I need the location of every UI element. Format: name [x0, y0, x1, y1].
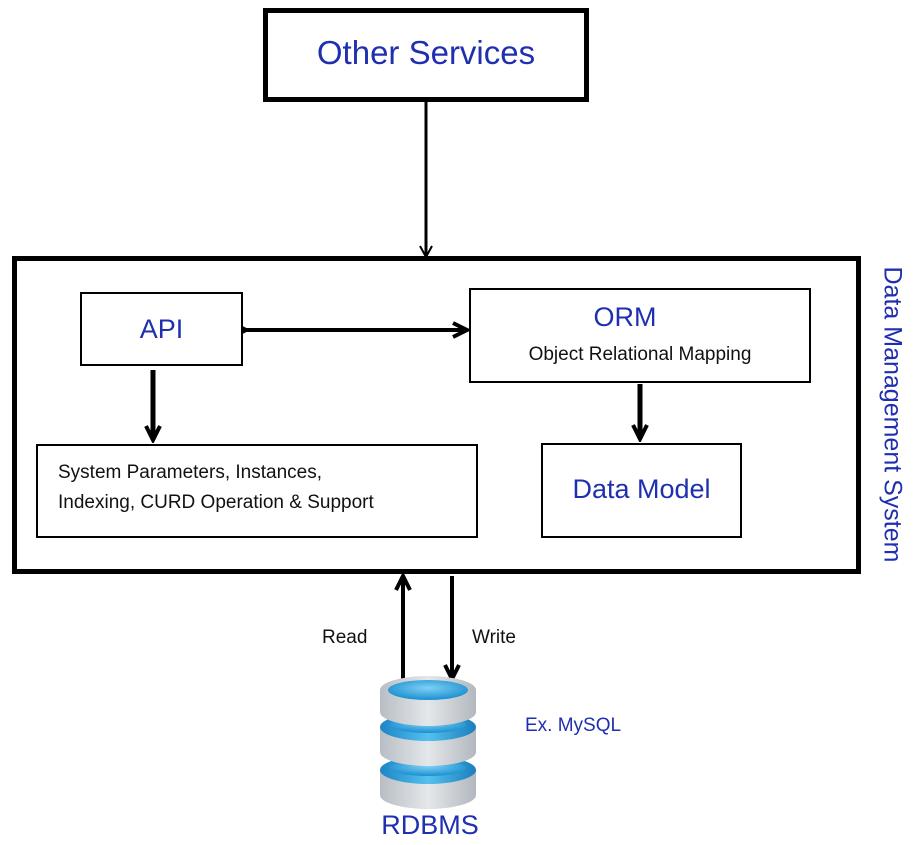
api-label: API	[139, 314, 184, 344]
api-node	[80, 292, 243, 366]
system-parameters-line-1: System Parameters, Instances,	[58, 462, 322, 483]
orm-subtitle: Object Relational Mapping	[528, 344, 752, 365]
database-stack-icon	[380, 676, 476, 809]
rdbms-example-label: Ex. MySQL	[525, 715, 622, 736]
data-model-node	[541, 443, 742, 538]
rdbms-label: RDBMS	[381, 810, 479, 840]
data-management-system-container	[12, 256, 861, 574]
data-management-system-label: Data Management System	[878, 266, 907, 563]
data-model-label: Data Model	[572, 474, 711, 504]
write-label: Write	[472, 627, 516, 648]
other-services-node	[263, 8, 589, 102]
other-services-label: Other Services	[316, 34, 536, 71]
system-parameters-node	[36, 444, 478, 538]
system-parameters-line-2: Indexing, CURD Operation & Support	[58, 492, 374, 513]
read-label: Read	[322, 627, 368, 648]
orm-title: ORM	[593, 302, 657, 332]
orm-node	[469, 288, 811, 383]
